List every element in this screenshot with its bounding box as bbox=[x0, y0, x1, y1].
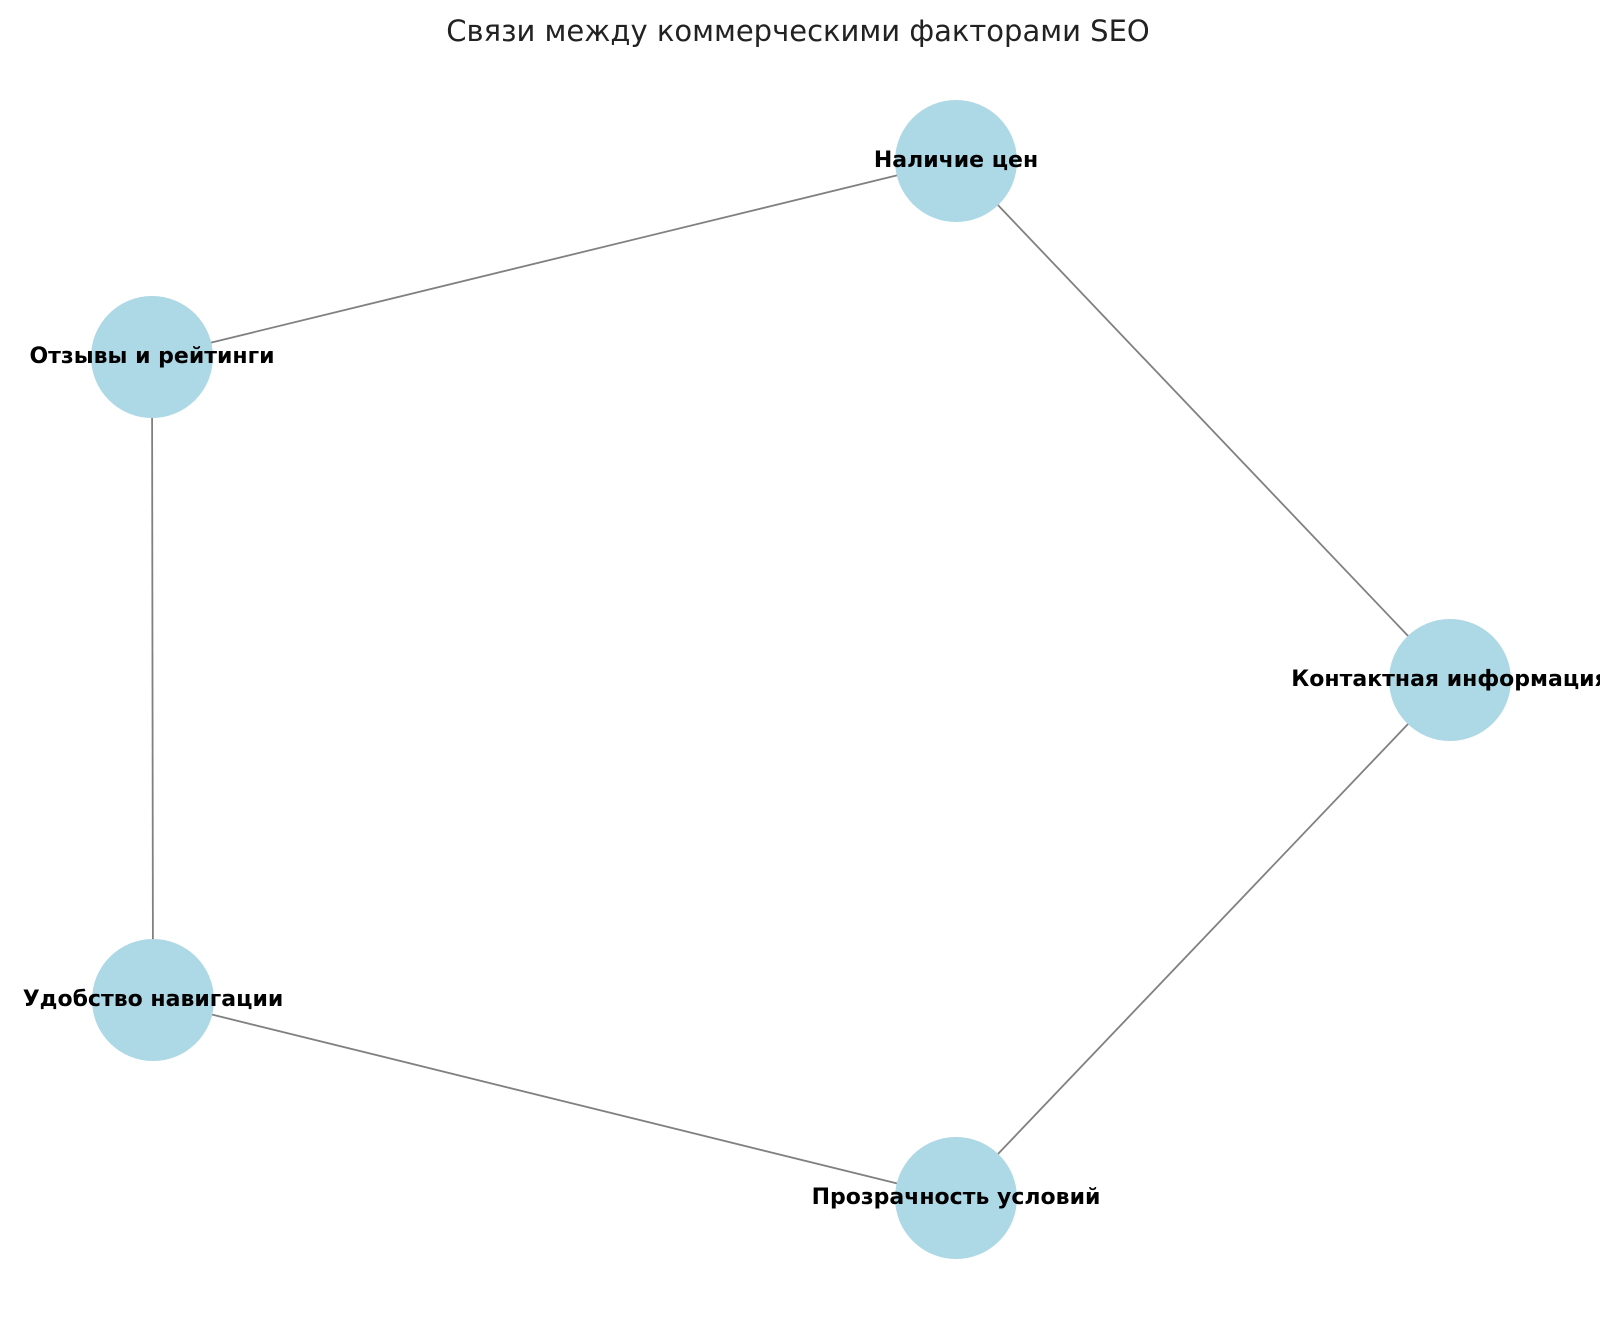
graph-node-nalichie-tsen bbox=[895, 100, 1017, 222]
node-label-kontaktnaya-informatsiya: Контактная информация bbox=[1291, 666, 1600, 692]
graph-node-kontaktnaya-informatsiya bbox=[1389, 619, 1511, 741]
graph-node-prozrachnost-usloviy bbox=[895, 1137, 1017, 1259]
graph-edge-otzyvy-i-reytingi--udobstvo-navigatsii bbox=[151, 356, 154, 1001]
graph-node-otzyvy-i-reytingi bbox=[91, 296, 213, 418]
graph-node-udobstvo-navigatsii bbox=[92, 939, 214, 1061]
chart-title: Связи между коммерческими факторами SEO bbox=[446, 14, 1150, 48]
graph-edge-nalichie-tsen--otzyvy-i-reytingi bbox=[151, 160, 957, 358]
graph-edge-nalichie-tsen--kontaktnaya-informatsiya bbox=[955, 160, 1451, 681]
node-label-prozrachnost-usloviy: Прозрачность условий bbox=[811, 1184, 1101, 1210]
node-label-nalichie-tsen: Наличие цен bbox=[873, 147, 1039, 173]
graph-edge-udobstvo-navigatsii--prozrachnost-usloviy bbox=[152, 999, 957, 1199]
graph-edge-kontaktnaya-informatsiya--prozrachnost-usloviy bbox=[955, 679, 1451, 1199]
node-label-udobstvo-navigatsii: Удобство навигации bbox=[22, 986, 284, 1012]
node-label-otzyvy-i-reytingi: Отзывы и рейтинги bbox=[29, 343, 275, 369]
